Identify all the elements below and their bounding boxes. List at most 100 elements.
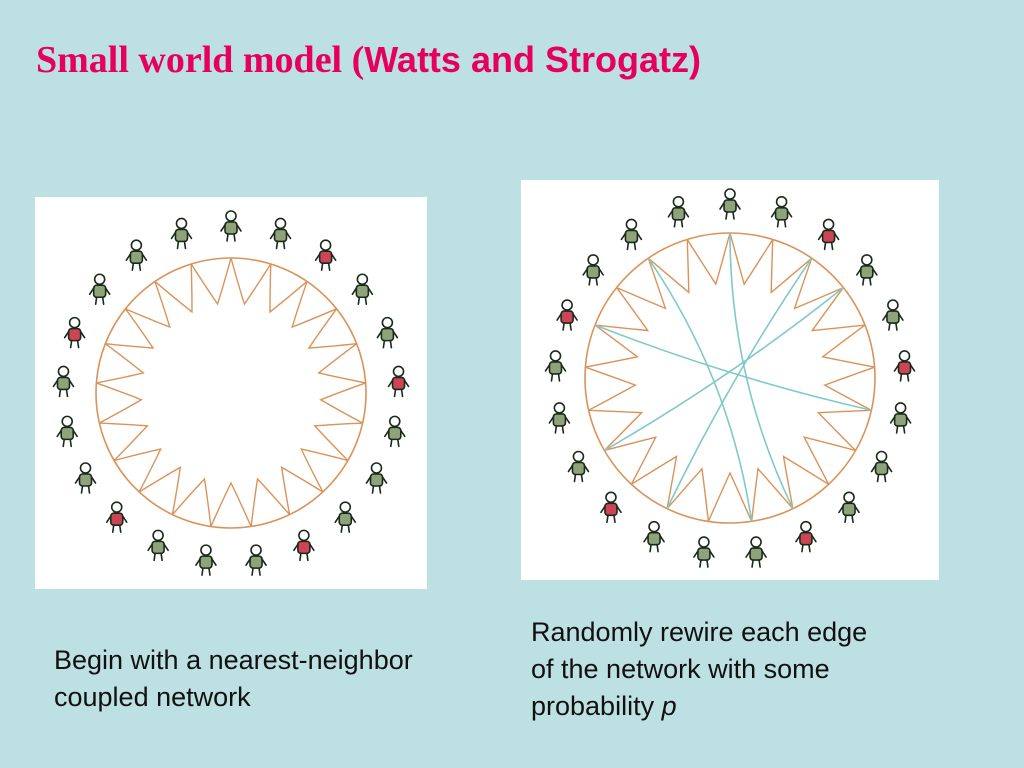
caption-right-line: of the network with some [531, 654, 830, 684]
person-icon [220, 210, 242, 242]
neighbor-edge [616, 257, 667, 310]
person-icon [125, 239, 148, 271]
neighbor-edge [770, 239, 813, 294]
neighbor-edge [113, 448, 162, 493]
person-icon [63, 316, 86, 349]
person-icon [195, 544, 217, 576]
neighbor-edge [154, 263, 193, 314]
neighbor-edge [647, 239, 690, 294]
neighbor-edge [666, 467, 710, 522]
neighbor-edge [793, 257, 844, 310]
person-icon [770, 195, 793, 228]
neighbor-edge [307, 308, 357, 349]
neighbor-edge [96, 343, 145, 384]
neighbor-edge [686, 232, 731, 286]
neighbor-edge [313, 422, 363, 461]
person-icon [383, 415, 406, 448]
person-icon [882, 299, 904, 331]
person-icon [147, 529, 169, 562]
person-icon [56, 415, 79, 448]
neighbor-edge [99, 422, 149, 461]
person-icon [620, 218, 643, 251]
neighbor-edge [594, 287, 650, 332]
person-icon [817, 218, 840, 251]
person-icon [269, 217, 292, 250]
ring-edge [584, 232, 876, 524]
person-icon [334, 501, 357, 533]
neighbor-edge [250, 477, 291, 527]
probability-variable: p [661, 691, 677, 721]
edge-group [584, 232, 876, 524]
page-title: Small world model (Watts and Strogatz) [36, 38, 701, 82]
person-icon [365, 462, 388, 494]
neighbor-edge [317, 343, 366, 384]
neighbor-edge [802, 436, 856, 485]
rewired-edge [666, 257, 813, 509]
neighbor-edge [319, 382, 366, 424]
person-icon [719, 188, 741, 220]
rewired-network-svg [544, 188, 916, 568]
person-icon [548, 402, 571, 434]
neighbor-edge [823, 366, 875, 411]
person-icon [889, 402, 912, 434]
ring-edge [95, 257, 367, 529]
caption-left: Begin with a nearest-neighbor coupled ne… [54, 642, 524, 716]
person-icon [170, 217, 193, 250]
neighbor-edge [782, 455, 829, 509]
neighbor-edge [810, 287, 866, 332]
caption-left-line: coupled network [54, 682, 251, 712]
neighbor-edge [585, 366, 637, 411]
person-icon [745, 536, 767, 568]
person-icon [544, 350, 567, 382]
neighbor-edge [816, 409, 872, 451]
neighbor-edge [171, 477, 212, 527]
person-icon [245, 544, 267, 576]
person-icon [88, 273, 111, 306]
person-icon [556, 299, 578, 331]
neighbor-edge [105, 308, 155, 349]
caption-left-line: Begin with a nearest-neighbor [54, 645, 413, 675]
person-icon [74, 462, 97, 494]
neighbor-edge [210, 481, 252, 527]
title-serif-part: Small world model ( [36, 39, 365, 81]
caption-right-line: Randomly rewire each edge [531, 617, 868, 647]
person-icon [314, 239, 337, 271]
person-icon [567, 450, 590, 483]
rewired-network-figure [521, 180, 939, 580]
person-icon [643, 520, 665, 553]
caption-right-text: probability [531, 691, 662, 721]
rewired-edge [604, 286, 844, 452]
person-icon [376, 316, 399, 349]
neighbor-edge [230, 257, 272, 306]
person-icon [582, 254, 604, 286]
rewired-edge [729, 232, 794, 509]
nearest-neighbor-network-svg [52, 210, 410, 576]
neighbor-edge [588, 409, 644, 451]
caption-right-line: probability p [531, 688, 991, 725]
person-icon [293, 529, 315, 562]
neighbor-edge [707, 471, 753, 522]
neighbor-edge [750, 467, 794, 522]
neighbor-edge [96, 382, 143, 424]
title-sans-part: Watts and Strogatz) [364, 39, 701, 80]
neighbor-edge [300, 448, 349, 493]
neighbor-edge [280, 466, 324, 515]
person-icon [351, 273, 374, 306]
neighbor-edge [729, 232, 774, 286]
caption-right: Randomly rewire each edge of the network… [531, 614, 991, 725]
person-icon [893, 350, 916, 382]
neighbor-edge [820, 324, 875, 368]
person-icon [838, 491, 860, 524]
nearest-neighbor-network-figure [35, 197, 427, 589]
person-icon [105, 501, 128, 533]
person-icon [693, 536, 715, 568]
person-icon [387, 365, 410, 398]
person-icon [795, 520, 817, 553]
neighbor-edge [291, 281, 337, 329]
person-icon [667, 195, 690, 228]
rewired-edge [594, 324, 872, 412]
person-icon [600, 491, 622, 524]
neighbor-edge [125, 281, 171, 329]
neighbor-edge [631, 455, 678, 509]
neighbor-edge [604, 436, 658, 485]
